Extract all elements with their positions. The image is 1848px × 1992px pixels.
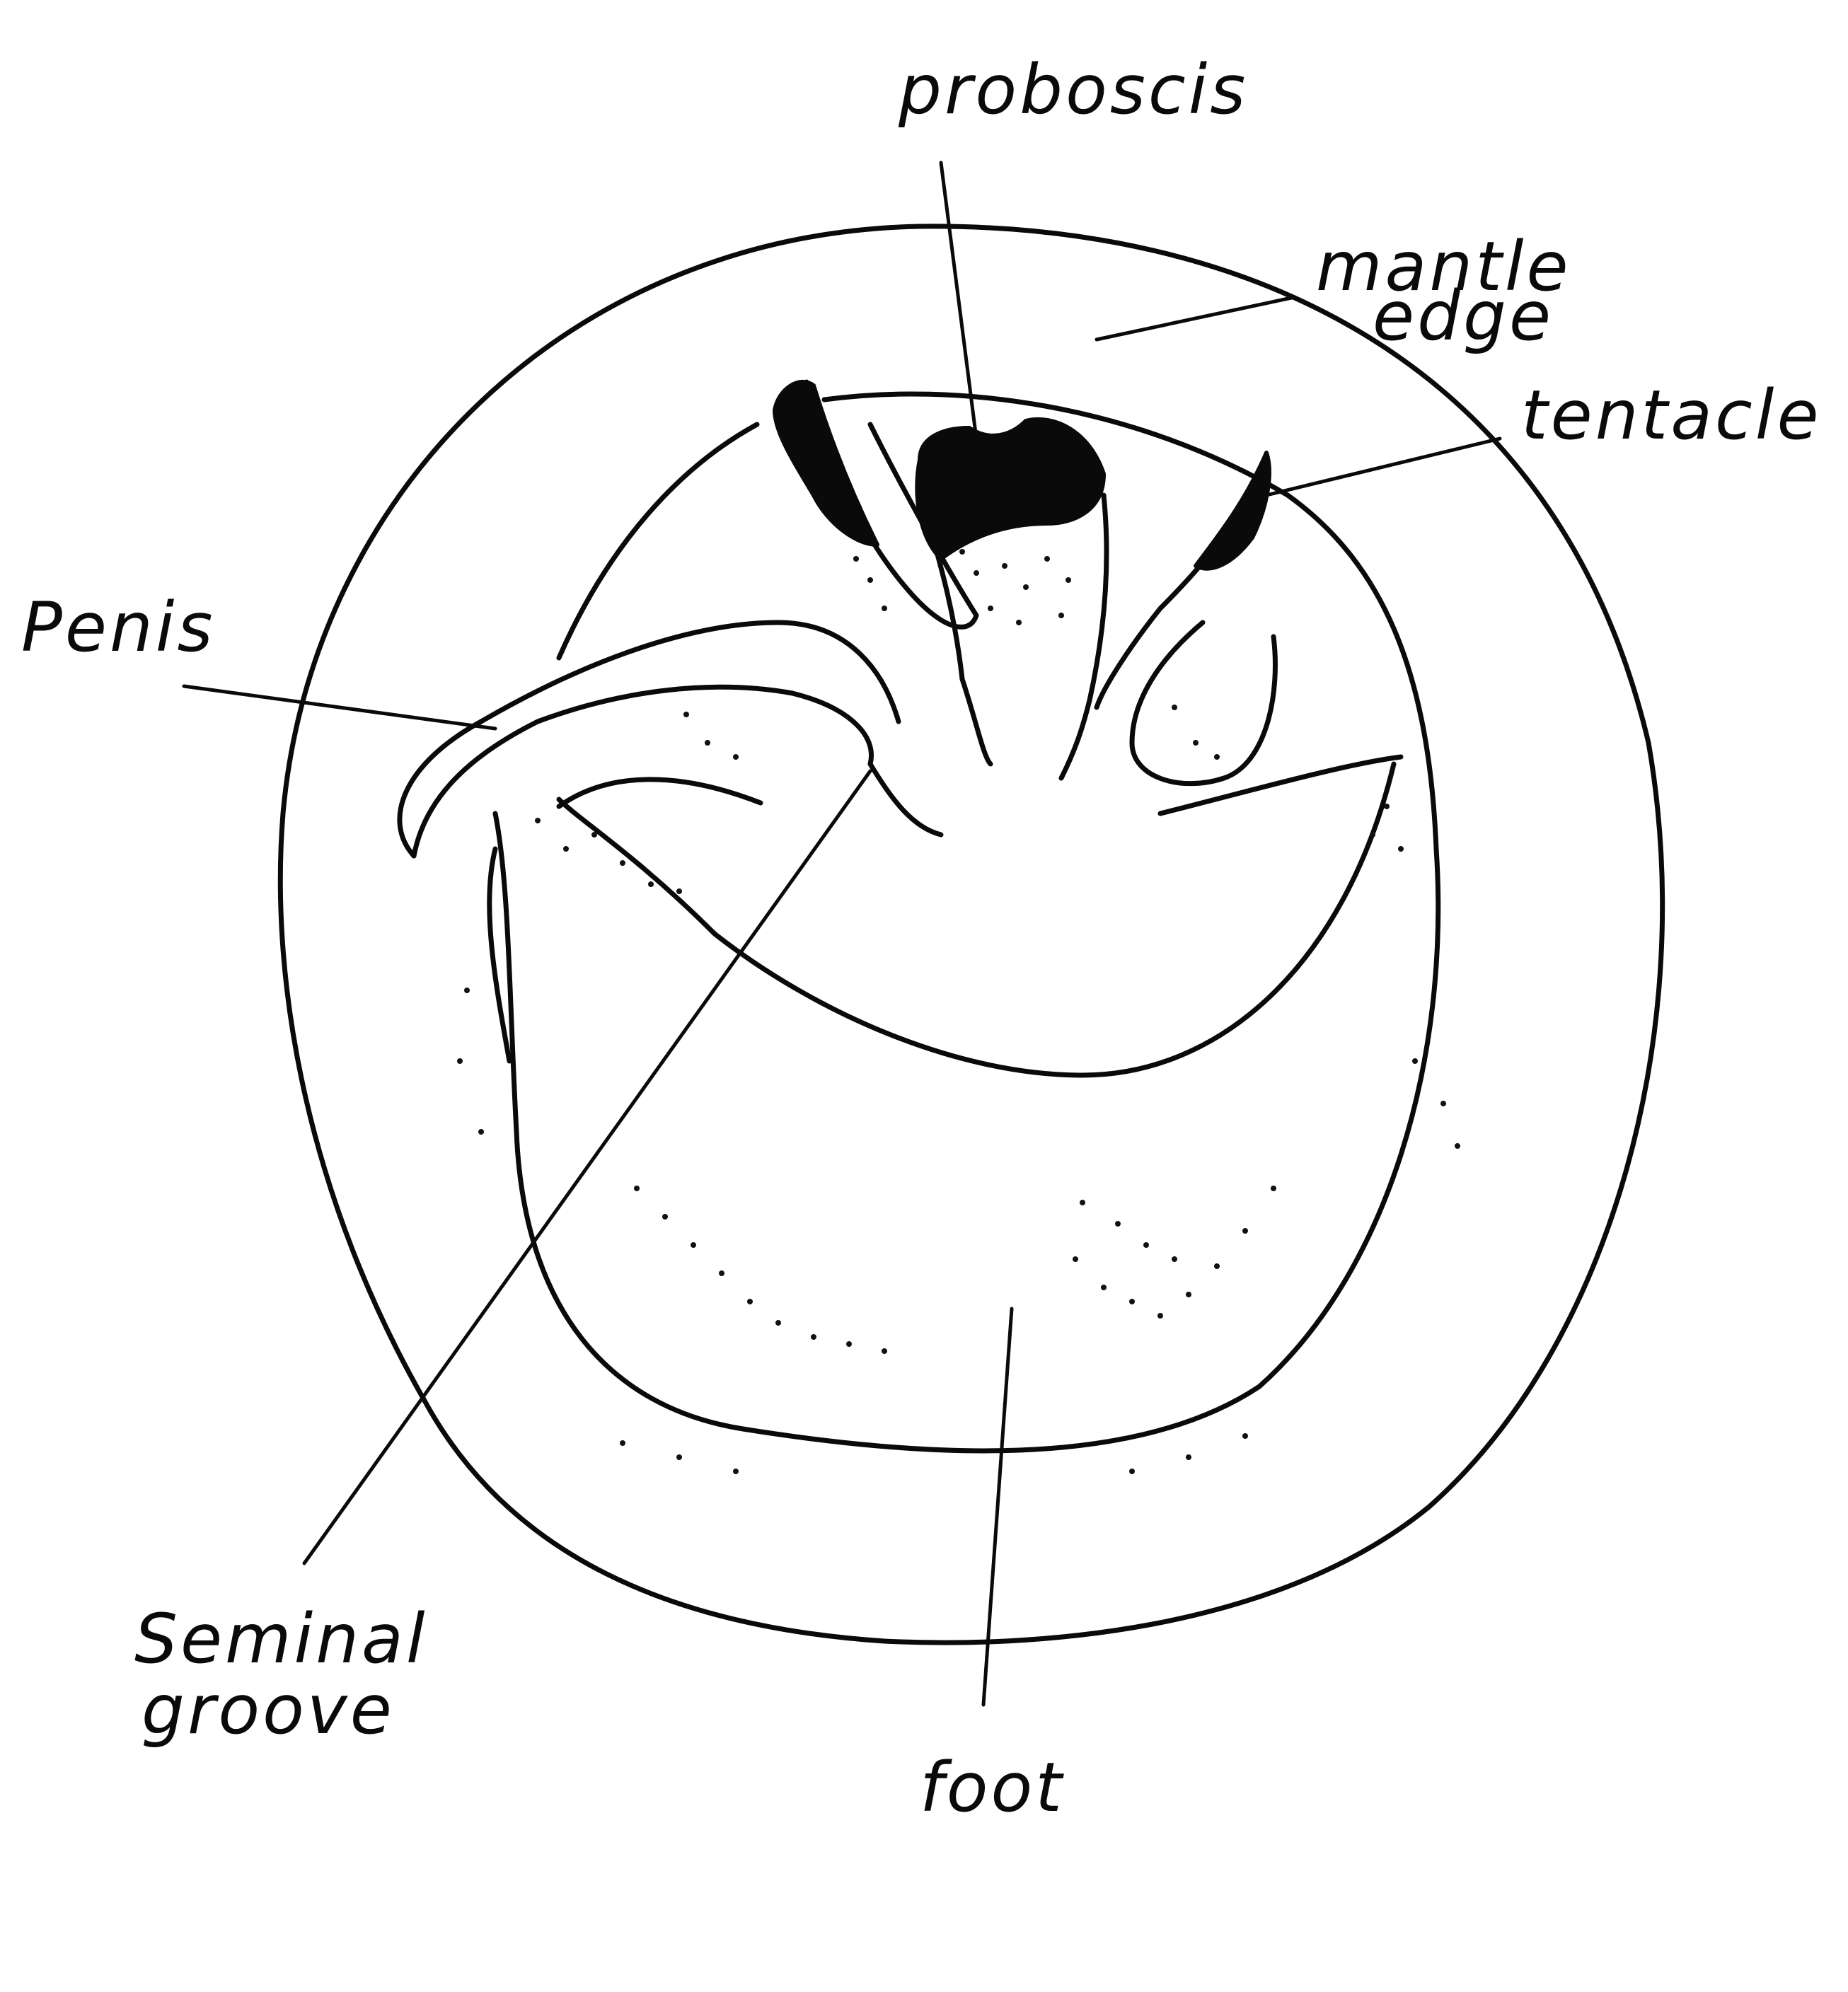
seminal-groove-leader-line <box>304 771 870 1563</box>
body-outline-left <box>559 424 757 658</box>
right-tentacle-tip <box>1196 453 1269 569</box>
penis-shape <box>400 622 899 856</box>
seminal-groove-curve <box>559 780 761 806</box>
right-lobe <box>1132 622 1275 784</box>
label-proboscis: proboscis <box>898 50 1248 129</box>
label-foot: foot <box>920 1748 1065 1827</box>
left-tentacle-tip <box>775 382 877 545</box>
mantle-edge-leader-line <box>1097 297 1295 340</box>
label-seminal-groove-line1: Seminal <box>134 1599 428 1679</box>
proboscis-tip <box>917 419 1104 559</box>
penis-leader-line <box>184 686 495 729</box>
foot-leader-line <box>983 1309 1012 1705</box>
label-mantle-edge-line2: edge <box>1373 277 1554 356</box>
label-penis: Penis <box>21 588 215 667</box>
tentacle-leader-line <box>1266 439 1500 495</box>
label-tentacle: tentacle <box>1521 376 1822 455</box>
head-stem <box>962 679 1090 778</box>
label-seminal-groove-line2: groove <box>142 1670 395 1749</box>
seminal-groove-to-penis <box>870 764 941 835</box>
right-tentacle-outline <box>1097 460 1266 707</box>
body-outline <box>495 394 1438 1451</box>
penis-shape-lower <box>414 687 872 856</box>
